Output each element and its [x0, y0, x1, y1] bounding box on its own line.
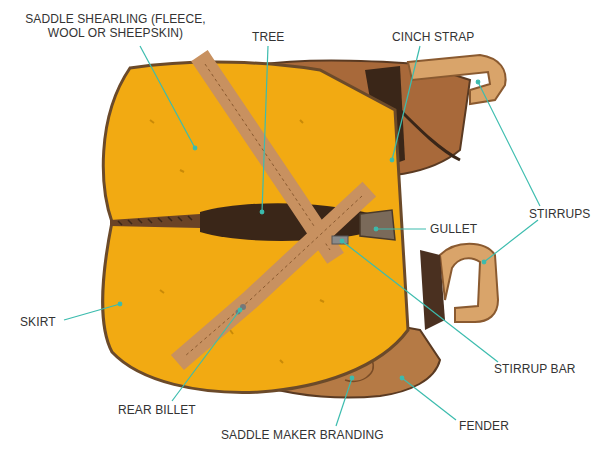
- lower-stirrup: [440, 244, 498, 322]
- gullet: [360, 210, 395, 240]
- leader-line: [478, 82, 540, 206]
- leader-dot: [476, 80, 480, 84]
- leader-dot: [482, 260, 486, 264]
- rear-billet: [185, 196, 362, 356]
- part-label: STIRRUP BAR: [494, 362, 576, 376]
- leader-line: [402, 378, 456, 420]
- leader-line: [342, 241, 498, 362]
- part-label: CINCH STRAP: [392, 30, 474, 44]
- part-label: REAR BILLET: [118, 403, 196, 417]
- leader-line: [262, 46, 268, 212]
- leader-line: [140, 46, 195, 148]
- leader-line: [484, 220, 538, 262]
- lacing-marks: [118, 216, 192, 225]
- part-label: FENDER: [459, 419, 509, 433]
- leader-dot: [260, 210, 264, 214]
- leader-line: [172, 310, 240, 401]
- part-label: SADDLE SHEARLING (FLEECE, WOOL OR SHEEPS…: [13, 12, 218, 40]
- leader-line: [64, 304, 120, 320]
- leader-dot: [374, 227, 378, 231]
- leader-dot: [238, 308, 242, 312]
- leader-dot: [193, 146, 197, 150]
- leader-dot: [390, 158, 394, 162]
- front-strap-edge: [205, 64, 330, 250]
- part-label: TREE: [252, 30, 284, 44]
- braided-lacing: [110, 214, 200, 228]
- leader-line: [392, 46, 420, 160]
- cinch-latigo: [400, 110, 460, 160]
- front-strap: [205, 64, 330, 250]
- leader-line: [336, 378, 352, 426]
- saddle-shearling: [103, 62, 408, 392]
- part-label: STIRRUPS: [529, 207, 590, 221]
- leader-dot: [350, 376, 354, 380]
- part-label: GULLET: [430, 222, 477, 236]
- leader-lines: [64, 46, 540, 426]
- rear-billet-edge: [185, 196, 362, 356]
- leader-dot: [340, 239, 344, 243]
- leader-line: [376, 228, 426, 229]
- upper-stirrup: [408, 55, 506, 104]
- leader-dot: [118, 302, 122, 306]
- stirrup-bar: [332, 236, 348, 244]
- part-label: SKIRT: [20, 315, 56, 329]
- leader-dot: [400, 376, 404, 380]
- part-label: SADDLE MAKER BRANDING: [221, 428, 384, 442]
